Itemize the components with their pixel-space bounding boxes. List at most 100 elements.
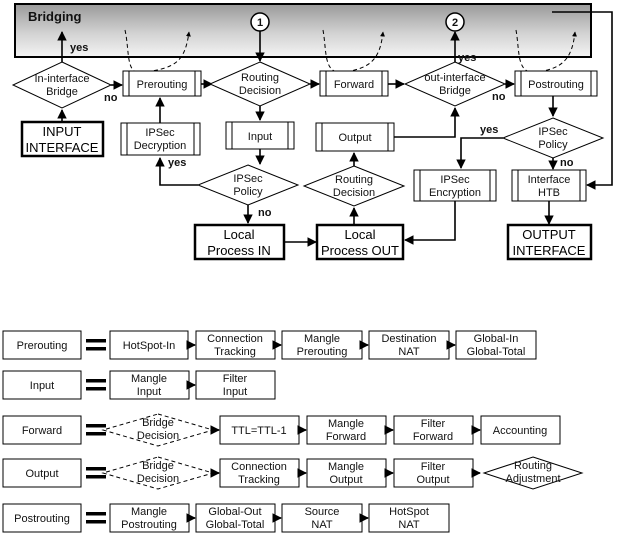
svg-text:Tracking: Tracking [238, 474, 280, 486]
step-hotspot-in: HotSpot-In [109, 330, 189, 360]
svg-text:Connection: Connection [231, 461, 287, 473]
local-process-out: Local Process OUT [315, 223, 405, 261]
bridging-label: Bridging [28, 9, 81, 24]
svg-text:NAT: NAT [311, 519, 332, 531]
svg-text:Policy: Policy [233, 186, 263, 198]
svg-text:IPSec: IPSec [538, 126, 568, 138]
svg-text:Process OUT: Process OUT [321, 243, 399, 258]
chain-prerouting: Prerouting HotSpot-In ConnectionTracking… [2, 330, 537, 360]
svg-text:Routing: Routing [241, 72, 279, 84]
label-no-policy-right: no [560, 157, 574, 169]
svg-text:NAT: NAT [398, 519, 419, 531]
svg-text:IPSec: IPSec [233, 173, 263, 185]
svg-text:Routing: Routing [335, 174, 373, 186]
marker-2: 2 [445, 12, 465, 32]
output-box: Output [315, 122, 395, 152]
label-yes-inbridge: yes [70, 42, 88, 54]
svg-text:Decryption: Decryption [134, 140, 187, 152]
in-interface-bridge: In-interface Bridge [11, 61, 113, 109]
svg-text:Routing: Routing [514, 460, 552, 472]
interface-htb: Interface HTB [511, 169, 587, 202]
routing-decision: Routing Decision [208, 61, 312, 107]
label-yes-policy-left: yes [168, 157, 186, 169]
svg-text:Output: Output [416, 474, 449, 486]
svg-text:Forward: Forward [334, 79, 374, 91]
svg-text:Tracking: Tracking [214, 346, 256, 358]
svg-text:Input: Input [223, 386, 247, 398]
input-box: Input [225, 121, 295, 150]
svg-text:Postrouting: Postrouting [121, 519, 177, 531]
svg-text:IPSec: IPSec [145, 127, 175, 139]
svg-text:Bridge: Bridge [439, 85, 471, 97]
svg-text:Mangle: Mangle [304, 333, 340, 345]
svg-text:out-interface: out-interface [424, 72, 485, 84]
svg-text:NAT: NAT [398, 346, 419, 358]
svg-text:Source: Source [305, 506, 340, 518]
svg-text:Accounting: Accounting [493, 425, 547, 437]
svg-text:Mangle: Mangle [328, 418, 364, 430]
svg-text:Prerouting: Prerouting [17, 340, 68, 352]
local-process-in: Local Process IN [193, 223, 286, 261]
bridging-bar [14, 3, 592, 58]
svg-text:Interface: Interface [528, 174, 571, 186]
label-no-inbridge: no [104, 92, 118, 104]
svg-text:Input: Input [248, 131, 272, 143]
svg-text:Destination: Destination [381, 333, 436, 345]
svg-text:Local: Local [223, 227, 254, 242]
svg-text:Bridge: Bridge [142, 417, 174, 429]
svg-text:1: 1 [257, 17, 263, 29]
svg-text:Filter: Filter [421, 418, 446, 430]
svg-text:IPSec: IPSec [440, 174, 470, 186]
svg-text:Prerouting: Prerouting [137, 79, 188, 91]
svg-text:In-interface: In-interface [34, 73, 89, 85]
svg-text:Input: Input [137, 386, 161, 398]
svg-text:Global-In: Global-In [474, 333, 519, 345]
svg-text:Encryption: Encryption [429, 187, 481, 199]
svg-text:Connection: Connection [207, 333, 263, 345]
svg-text:Output: Output [338, 132, 371, 144]
svg-text:Mangle: Mangle [328, 461, 364, 473]
prerouting-box: Prerouting [122, 70, 202, 97]
svg-text:Bridge: Bridge [46, 86, 78, 98]
forward-box: Forward [319, 70, 389, 97]
output-interface: OUTPUT INTERFACE [506, 223, 593, 261]
ipsec-decryption: IPSec Decryption [120, 122, 201, 156]
marker-1: 1 [250, 12, 270, 32]
svg-text:Forward: Forward [326, 431, 366, 443]
svg-text:Mangle: Mangle [131, 506, 167, 518]
svg-text:HotSpot-In: HotSpot-In [123, 340, 176, 352]
svg-text:Prerouting: Prerouting [297, 346, 348, 358]
postrouting-box: Postrouting [514, 70, 598, 97]
svg-text:Adjustment: Adjustment [505, 473, 560, 485]
svg-text:Input: Input [30, 380, 54, 392]
svg-text:INPUT: INPUT [43, 124, 82, 139]
chain-prerouting-name [2, 330, 82, 360]
step-ttl: TTL=TTL-1 [219, 415, 300, 445]
label-no-outbridge: no [492, 91, 506, 103]
svg-text:Postrouting: Postrouting [528, 79, 584, 91]
svg-text:INTERFACE: INTERFACE [26, 140, 99, 155]
svg-text:Policy: Policy [538, 139, 568, 151]
svg-text:Filter: Filter [421, 461, 446, 473]
out-interface-bridge: out-interface Bridge [403, 61, 507, 107]
svg-text:OUTPUT: OUTPUT [522, 227, 576, 242]
svg-text:Filter: Filter [223, 373, 248, 385]
svg-text:TTL=TTL-1: TTL=TTL-1 [231, 425, 286, 437]
routing-decision-lower: Routing Decision [302, 165, 406, 207]
